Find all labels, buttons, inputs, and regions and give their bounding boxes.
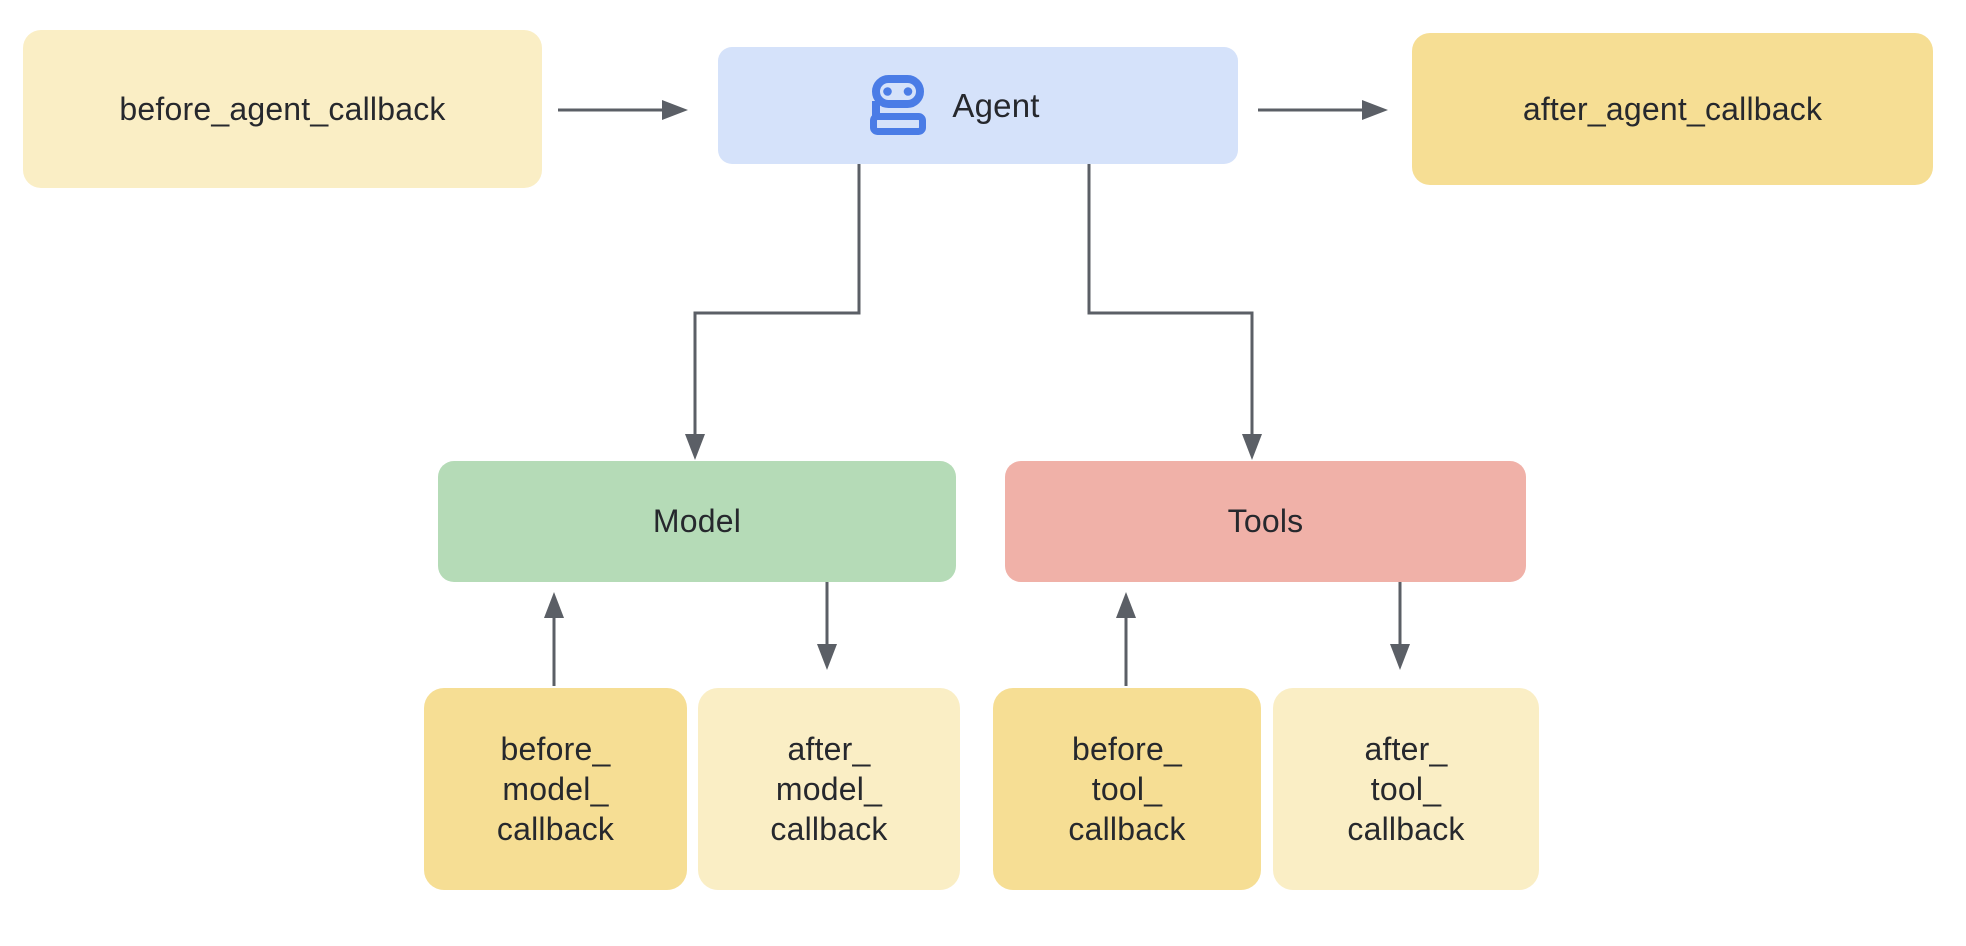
node-agent: Agent: [718, 47, 1238, 164]
node-label: after_ model_ callback: [770, 731, 888, 847]
node-label: before_ tool_ callback: [1068, 731, 1186, 847]
node-model: Model: [438, 461, 956, 582]
node-after-model-callback: after_ model_ callback: [698, 688, 960, 890]
node-before-tool-callback: before_ tool_ callback: [993, 688, 1261, 890]
node-label: before_agent_callback: [119, 90, 446, 127]
node-label: Agent: [952, 86, 1040, 124]
arrow-agent-to-tools: [1087, 164, 1262, 460]
node-label: after_ tool_ callback: [1347, 731, 1465, 847]
node-before-model-callback: before_ model_ callback: [424, 688, 687, 890]
node-before-agent-callback: before_agent_callback: [23, 30, 542, 188]
node-label: Model: [652, 503, 742, 539]
node-tools: Tools: [1005, 461, 1526, 582]
robot-icon: [870, 74, 927, 137]
node-after-tool-callback: after_ tool_ callback: [1273, 688, 1539, 890]
node-label: Tools: [1227, 503, 1304, 539]
node-label: after_agent_callback: [1522, 90, 1823, 127]
arrow-agent-to-model: [685, 164, 861, 460]
node-after-agent-callback: after_agent_callback: [1412, 33, 1933, 185]
node-label: before_ model_ callback: [496, 731, 615, 847]
